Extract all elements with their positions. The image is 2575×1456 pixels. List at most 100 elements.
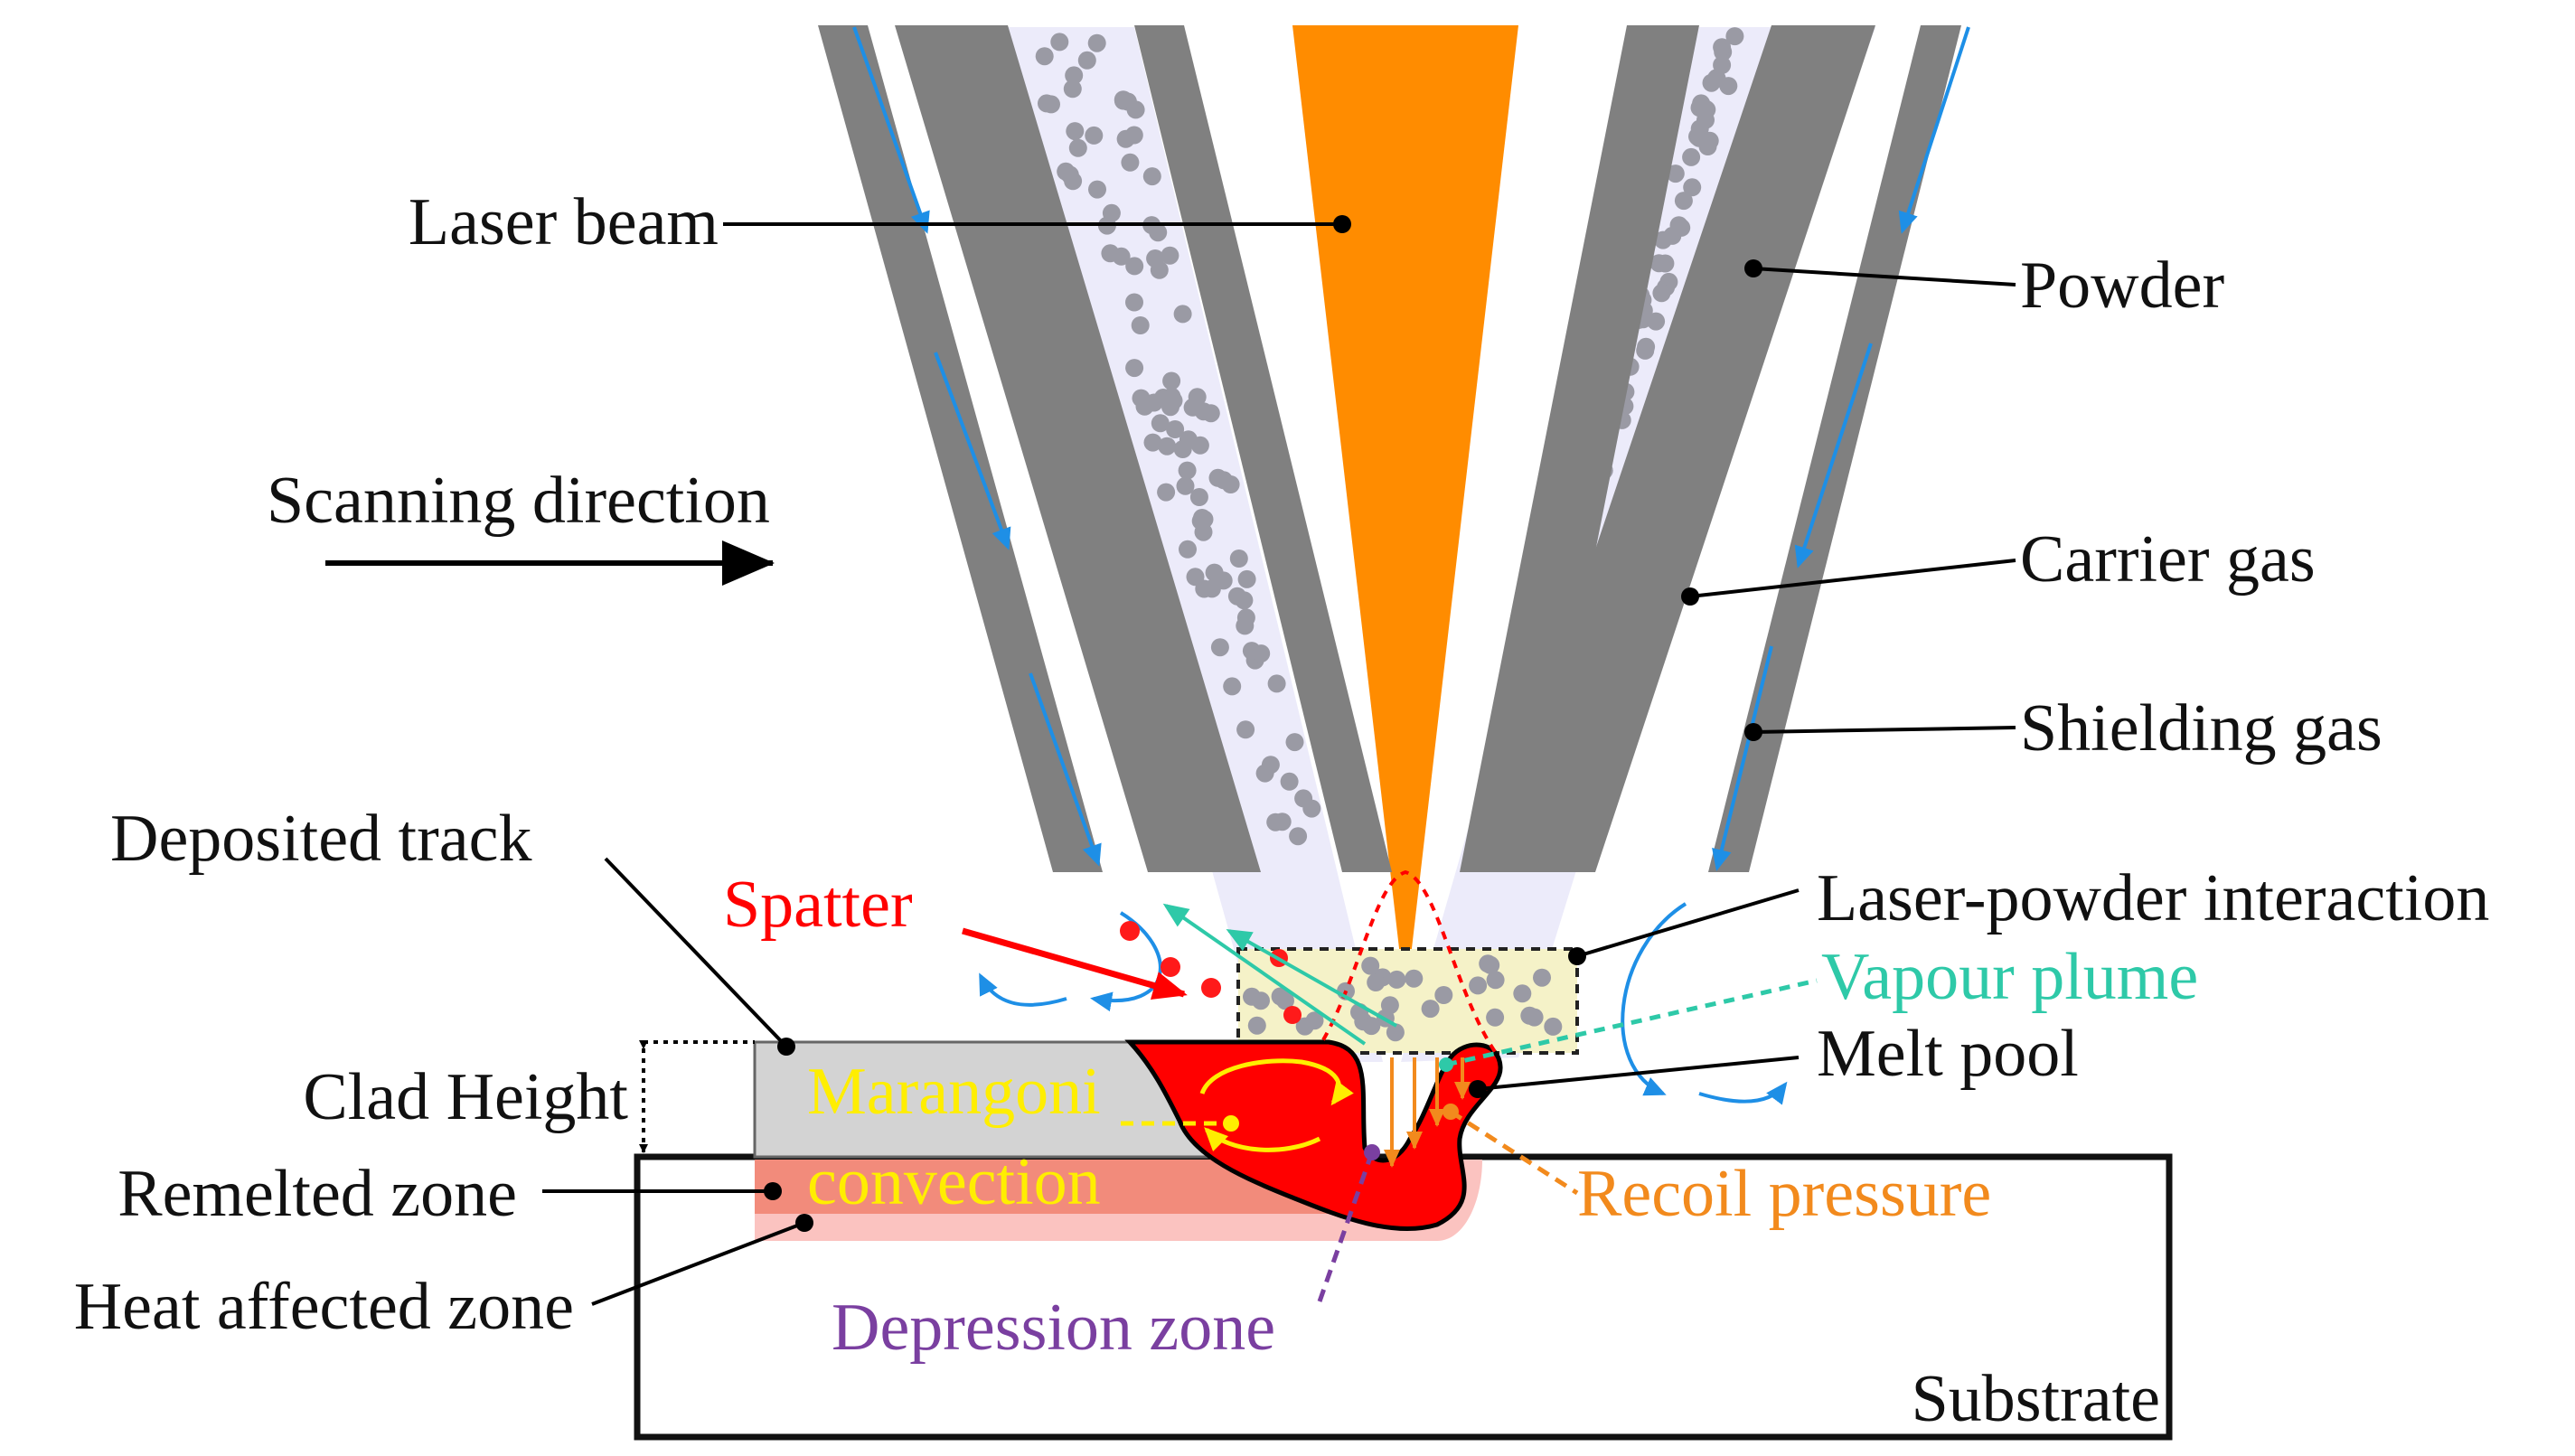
powder-particle [1682, 147, 1701, 166]
powder-particle [1289, 827, 1308, 846]
powder-particle [1229, 550, 1248, 568]
powder-particle [1236, 616, 1255, 635]
powder-particle [1271, 987, 1290, 1006]
powder-particle [1656, 254, 1675, 273]
vapour-dot [1439, 1057, 1453, 1072]
vapour-plume-arrows [1162, 903, 1397, 1046]
powder-particle [1252, 991, 1270, 1010]
powder-particle [1157, 483, 1176, 502]
powder-particle [1367, 973, 1386, 991]
powder-particle [1692, 94, 1711, 113]
powder-particle [1405, 969, 1424, 988]
depression-dot [1364, 1144, 1380, 1160]
powder-particle [1386, 1023, 1405, 1042]
powder-particle [1666, 164, 1685, 183]
powder-particle [1223, 677, 1242, 696]
label-heat-affected-zone: Heat affected zone [74, 1270, 574, 1344]
label-recoil-pressure: Recoil pressure [1577, 1157, 1991, 1231]
powder-particle [1725, 27, 1744, 46]
powder-particle [1162, 371, 1181, 390]
label-laser-powder-interaction: Laser-powder interaction [1817, 861, 2489, 935]
powder-particle [1295, 1017, 1314, 1036]
powder-particle [1421, 1000, 1440, 1019]
powder-particle [1486, 1008, 1505, 1027]
label-depression-zone: Depression zone [832, 1291, 1275, 1365]
powder-particle [1294, 789, 1313, 808]
recoil-pressure-arrows [1384, 1057, 1471, 1168]
powder-particle [1112, 247, 1131, 266]
powder-particle [1683, 178, 1702, 197]
powder-particle [1142, 167, 1161, 186]
powder-particle [1158, 437, 1177, 456]
powder-particle [1221, 475, 1240, 493]
powder-particle [1050, 33, 1069, 52]
powder-particle [1713, 38, 1732, 57]
label-carrier-gas: Carrier gas [2020, 522, 2316, 596]
powder-particle [1176, 476, 1195, 495]
powder-particle [1434, 986, 1453, 1004]
powder-particle [1066, 122, 1085, 141]
powder-particle [1161, 246, 1179, 265]
nozzle-right-inner-wall [1487, 25, 1875, 872]
powder-particle [1088, 180, 1106, 199]
powder-particle [1143, 433, 1162, 452]
leader-lines [542, 222, 2016, 1306]
label-powder: Powder [2020, 249, 2224, 323]
label-substrate: Substrate [1912, 1362, 2160, 1436]
powder-particle [1077, 51, 1096, 70]
powder-particle [1252, 644, 1271, 663]
nozzle-left-inner-wall [895, 25, 1261, 872]
label-convection: convection [807, 1145, 1101, 1219]
label-marangoni: Marangoni [807, 1055, 1101, 1129]
powder-particle [1035, 47, 1054, 66]
powder-particle [1114, 90, 1132, 109]
marangoni-dot [1223, 1115, 1239, 1132]
powder-particle [1125, 293, 1143, 312]
powder-particle [1057, 162, 1076, 181]
laser-intensity-curve [1313, 869, 1498, 1055]
label-scanning-direction: Scanning direction [267, 464, 770, 538]
powder-particle [1125, 257, 1144, 276]
powder-particle [1285, 733, 1304, 752]
laser-beam-cone [1292, 25, 1518, 1003]
powder-particle [1663, 226, 1682, 245]
powder-particle [1280, 772, 1299, 791]
powder-particle [1189, 488, 1208, 506]
powder-particle [1361, 956, 1380, 975]
powder-particle [1063, 80, 1082, 99]
powder-particle [1647, 312, 1666, 331]
powder-particle [1042, 95, 1060, 114]
label-melt-pool: Melt pool [1817, 1017, 2079, 1091]
powder-particle [1533, 968, 1551, 987]
powder-particle [1126, 100, 1145, 119]
powder-particle [1702, 73, 1721, 92]
label-vapour-plume: Vapour plume [1821, 940, 2198, 1014]
recoil-leader [1449, 1109, 1579, 1196]
powder-particle [1637, 337, 1656, 356]
powder-particle [1481, 955, 1500, 974]
powder-particle [1273, 813, 1292, 831]
powder-particle [1065, 66, 1084, 85]
powder-particle [1121, 153, 1140, 172]
powder-particle [1173, 305, 1192, 324]
powder-particle [1125, 359, 1144, 378]
powder-particle [1166, 420, 1185, 438]
powder-particle [1235, 591, 1254, 610]
nozzle-left [818, 25, 1392, 872]
powder-particle [1201, 404, 1220, 423]
powder-particle [1261, 756, 1280, 775]
powder-particle [1151, 414, 1170, 433]
powder-particle [1132, 389, 1151, 408]
powder-particle [1237, 569, 1256, 588]
powder-particle [1652, 284, 1671, 303]
powder-particle [1267, 674, 1286, 693]
powder-particle [1087, 33, 1106, 52]
powder-particle [1178, 461, 1197, 480]
powder-particle [1362, 1017, 1381, 1036]
label-shielding-gas: Shielding gas [2020, 691, 2382, 766]
powder-particle [1247, 1016, 1266, 1035]
powder-particle [1173, 440, 1192, 458]
spatter-arrow [962, 927, 1188, 1000]
label-clad-height: Clad Height [303, 1060, 628, 1134]
label-laser-beam: Laser beam [409, 185, 719, 259]
